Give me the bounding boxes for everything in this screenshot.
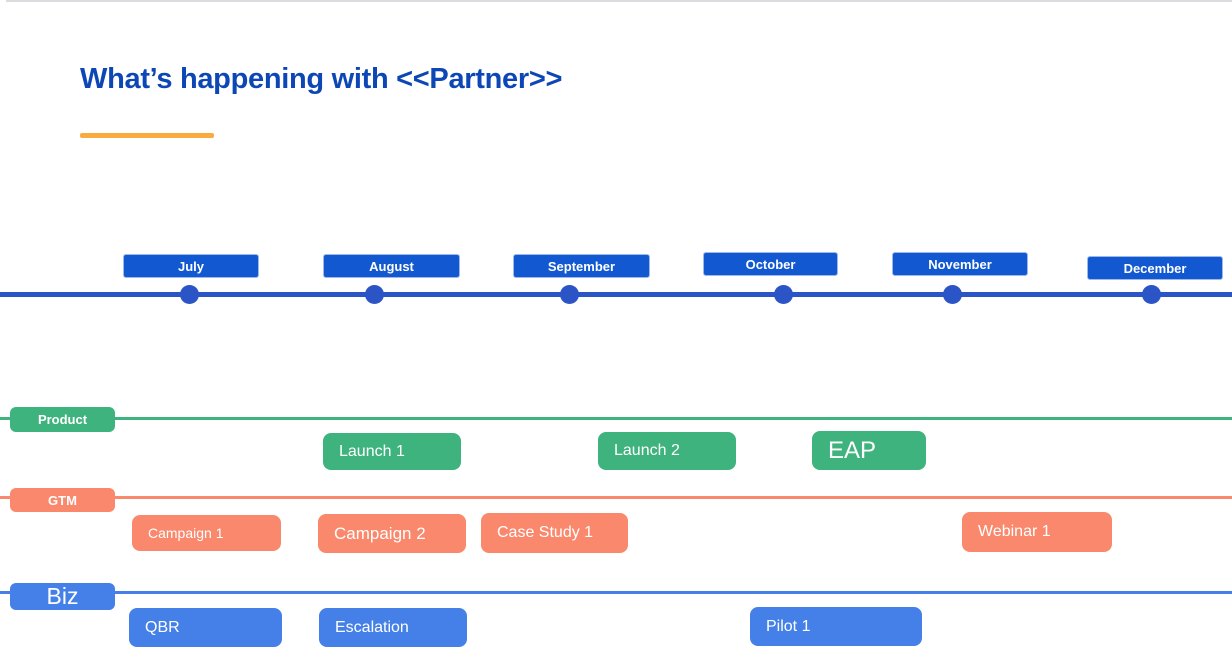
lane-label-gtm[interactable]: GTM: [10, 488, 115, 512]
event-escalation[interactable]: Escalation: [319, 608, 467, 647]
event-pilot-1[interactable]: Pilot 1: [750, 607, 922, 646]
lane-line-product: [0, 417, 1232, 420]
month-dot-december: [1141, 285, 1161, 304]
month-pill-october[interactable]: October: [703, 252, 838, 276]
page-title: What’s happening with <<Partner>>: [80, 63, 563, 95]
month-pill-september[interactable]: September: [513, 254, 650, 278]
month-dot-august: [364, 285, 384, 304]
lane-line-gtm: [0, 496, 1232, 499]
month-label: November: [928, 256, 992, 272]
event-webinar-1[interactable]: Webinar 1: [962, 512, 1112, 552]
event-label: Campaign 1: [148, 525, 224, 541]
lane-label-text: Biz: [46, 583, 79, 609]
lane-label-text: Product: [37, 412, 88, 427]
month-pill-november[interactable]: November: [892, 252, 1028, 276]
event-label: Launch 1: [339, 442, 405, 460]
lane-label-text: GTM: [48, 492, 77, 508]
month-label: December: [1123, 260, 1187, 276]
event-label: EAP: [828, 436, 877, 464]
month-pill-december[interactable]: December: [1087, 256, 1223, 280]
lane-label-product[interactable]: Product: [10, 407, 115, 432]
slide-top-border: [6, 0, 1232, 2]
event-case-study-1[interactable]: Case Study 1: [481, 513, 628, 553]
event-label: Case Study 1: [497, 524, 594, 541]
event-label: Campaign 2: [334, 523, 426, 543]
month-label: August: [369, 258, 414, 274]
event-label: Launch 2: [614, 442, 680, 459]
event-campaign-1[interactable]: Campaign 1: [132, 515, 281, 551]
month-dot-october: [773, 285, 793, 304]
month-label: October: [745, 256, 796, 272]
month-dot-july: [179, 285, 199, 304]
event-label: Pilot 1: [766, 617, 811, 635]
timeline-axis-line: [0, 292, 1232, 297]
event-qbr[interactable]: QBR: [129, 608, 282, 647]
event-eap[interactable]: EAP: [812, 431, 926, 470]
event-launch-2[interactable]: Launch 2: [598, 432, 736, 470]
month-pill-july[interactable]: July: [123, 254, 259, 278]
month-pill-august[interactable]: August: [323, 254, 460, 278]
event-label: Webinar 1: [978, 523, 1051, 540]
event-campaign-2[interactable]: Campaign 2: [318, 514, 466, 553]
event-label: Escalation: [335, 618, 409, 636]
month-dot-september: [559, 285, 579, 304]
event-label: QBR: [145, 618, 180, 636]
month-dot-november: [942, 285, 962, 304]
title-underline: [80, 133, 214, 138]
lane-label-biz[interactable]: Biz: [10, 583, 115, 610]
lane-line-biz: [0, 591, 1232, 594]
event-launch-1[interactable]: Launch 1: [323, 433, 461, 470]
month-label: September: [547, 258, 616, 274]
month-label: July: [177, 258, 204, 274]
